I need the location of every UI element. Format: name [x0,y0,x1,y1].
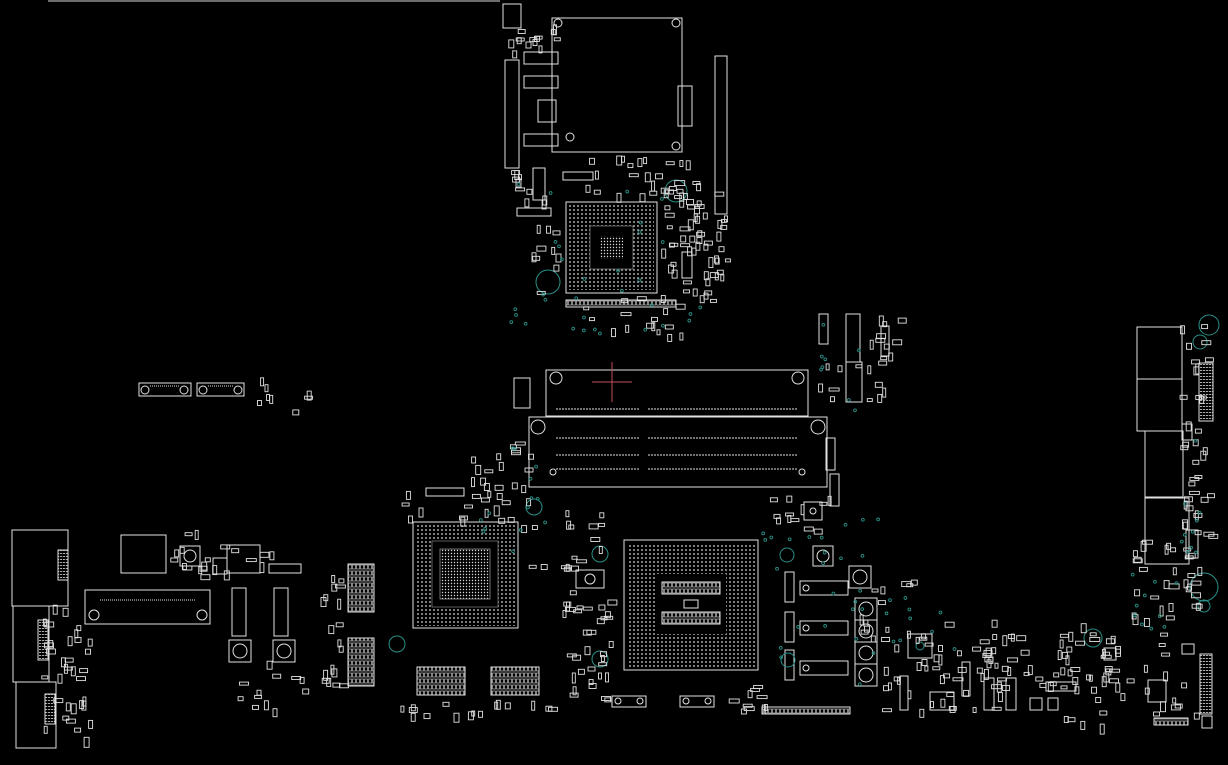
top-connector[interactable] [502,3,522,29]
memory-slots[interactable] [513,313,890,507]
memory-chip-3[interactable] [416,666,466,696]
bga-chip-gpu[interactable] [412,521,519,629]
ic-left[interactable] [120,534,167,574]
passive-components[interactable] [41,24,1219,748]
rj45-port-2[interactable] [1136,378,1183,432]
right-header-strip[interactable] [1198,362,1214,422]
heatsink-outline[interactable] [551,17,683,153]
cpu-socket-outline[interactable] [623,539,759,671]
io-port-3[interactable] [15,681,57,749]
top-module[interactable] [502,3,728,308]
crosshair-icon [592,362,632,402]
left-io-ports[interactable] [11,529,302,749]
dimm-slot-1[interactable] [545,369,809,417]
rj45-port-1[interactable] [1136,326,1183,380]
bga-chip-top[interactable] [565,201,658,294]
vrm-area[interactable] [779,501,955,711]
usb-stack-1[interactable] [1144,430,1184,498]
cpu-socket[interactable] [575,539,851,715]
memory-chip-1[interactable] [347,563,375,613]
gpu-block[interactable] [347,487,543,696]
left-header[interactable] [504,59,520,169]
memory-chip-2[interactable] [347,637,375,687]
usb-stack-2[interactable] [1144,497,1190,565]
left-flex-connectors[interactable] [138,382,245,397]
right-io-ports[interactable] [1136,314,1220,613]
right-header[interactable] [714,55,728,215]
memory-chip-4[interactable] [490,666,540,696]
card-connector[interactable] [84,589,211,625]
vias [478,182,1202,687]
dimm-slot-2[interactable] [528,416,828,488]
